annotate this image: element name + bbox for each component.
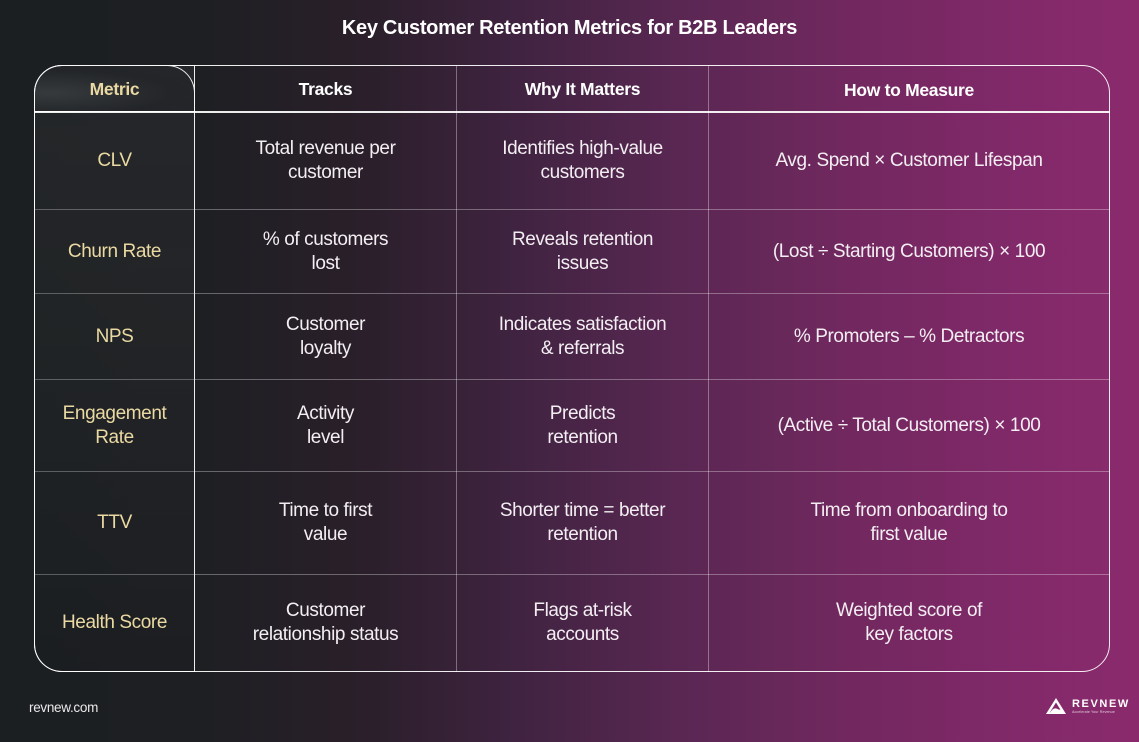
page-title: Key Customer Retention Metrics for B2B L… — [341, 17, 798, 39]
row-divider — [35, 471, 194, 472]
row-divider — [195, 209, 1109, 210]
header-how-to-measure: How to Measure — [844, 79, 974, 100]
row-divider — [195, 293, 1109, 294]
table-cell-metric: NPS — [95, 325, 134, 347]
row-divider — [195, 471, 1109, 472]
header-why-it-matters: Why It Matters — [524, 78, 641, 99]
table-cell-why: Indicates satisfaction& referrals — [498, 313, 667, 359]
table-cell-how: (Lost ÷ Starting Customers) × 100 — [772, 240, 1046, 262]
row-divider — [35, 293, 194, 294]
table-cell-how: Avg. Spend × Customer Lifespan — [775, 149, 1043, 171]
table-cell-how: (Active ÷ Total Customers) × 100 — [777, 414, 1041, 436]
column-divider — [456, 65, 457, 672]
column-divider — [708, 65, 709, 672]
row-divider — [35, 209, 194, 210]
table-cell-metric: TTV — [97, 512, 132, 533]
table-cell-metric: Churn Rate — [67, 240, 162, 262]
table-cell-metric: Health Score — [61, 612, 168, 633]
row-divider — [35, 574, 194, 575]
metric-column-frame — [34, 65, 195, 672]
logo-text: REVNEW Accelerate Your Revenue — [1072, 698, 1130, 715]
header-metric: Metric — [89, 78, 140, 99]
table-cell-metric: CLV — [97, 149, 132, 171]
logo-tagline: Accelerate Your Revenue — [1072, 709, 1115, 714]
row-divider — [35, 379, 194, 380]
metric-header-frame — [34, 65, 195, 112]
footer-url[interactable]: revnew.com — [29, 700, 99, 715]
table-cell-how: % Promoters – % Detractors — [793, 325, 1025, 347]
row-divider — [195, 379, 1109, 380]
mountain-wave-triangle-icon — [1046, 698, 1066, 714]
revnew-logo: REVNEW Accelerate Your Revenue — [1045, 697, 1130, 715]
row-divider — [195, 574, 1109, 575]
header-tracks: Tracks — [298, 78, 353, 99]
logo-name: REVNEW — [1072, 697, 1130, 710]
header-divider — [34, 111, 1110, 113]
